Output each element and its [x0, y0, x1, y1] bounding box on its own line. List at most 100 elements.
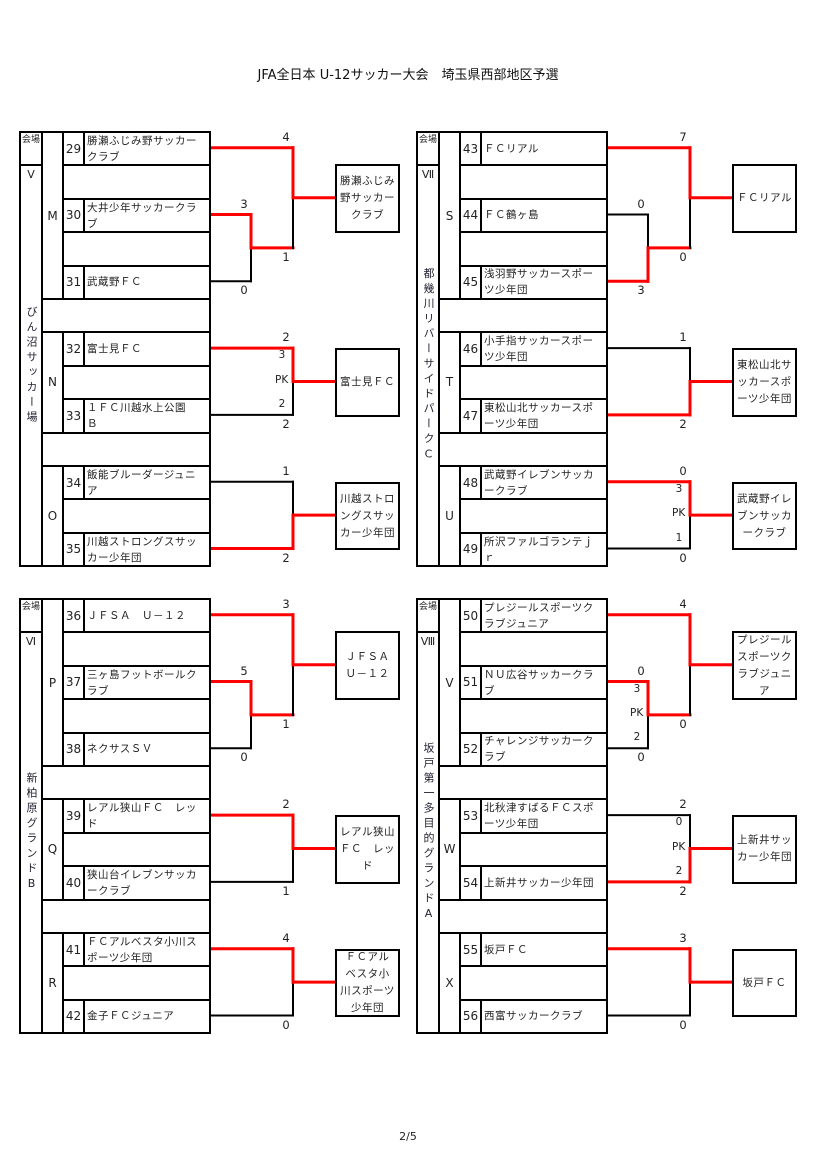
- team-name-cell: チャレンジサッカークラブ: [480, 731, 608, 767]
- winner-name: 川越ストロングスサッカー少年団: [340, 492, 395, 539]
- pk-score-bottom: 1: [675, 531, 683, 544]
- team-name: 上新井サッカー少年団: [484, 876, 594, 889]
- team-number-cell: 46: [459, 331, 482, 367]
- team-number-cell: 36: [62, 598, 85, 634]
- team-name: 勝瀬ふじみ野サッカークラブ: [87, 134, 197, 163]
- team-number: 54: [462, 875, 479, 890]
- team-number-cell: 38: [62, 731, 85, 767]
- team-name: 大井少年サッカークラブ: [87, 201, 197, 230]
- team-spacer-row: [62, 698, 211, 734]
- team-spacer-row: [62, 965, 211, 1001]
- score-top: 0: [679, 463, 687, 478]
- score-top: 2: [282, 330, 290, 345]
- group-cell: M: [41, 131, 64, 300]
- team-name-cell: 金子ＦＣジュニア: [83, 998, 211, 1035]
- score-top: 4: [282, 930, 290, 945]
- winner-box: レアル狭山ＦＣ レッド: [335, 815, 400, 884]
- team-name-cell: 三ヶ島フットボールクラブ: [83, 664, 211, 701]
- team-name-cell: 飯能ブルーダージュニア: [83, 465, 211, 501]
- group-cell: X: [438, 932, 461, 1035]
- group-letter: T: [445, 375, 454, 390]
- team-name-cell: ＪＦＳＡ Ｕ－１２: [83, 598, 211, 634]
- score-top: 5: [240, 663, 248, 678]
- score-top: 1: [282, 463, 290, 478]
- team-number-cell: 49: [459, 531, 482, 568]
- team-name: ＦＣアルベスタ小川スポーツ少年団: [87, 935, 198, 964]
- team-name-cell: 坂戸ＦＣ: [480, 932, 608, 968]
- team-name: 北秋津すばるＦＣスポーツ少年団: [484, 802, 594, 831]
- team-number: 34: [65, 475, 82, 490]
- group-cell: T: [438, 331, 461, 434]
- group-letter: P: [48, 675, 57, 690]
- team-spacer-row: [62, 231, 211, 267]
- team-number-cell: 40: [62, 865, 85, 901]
- team-name-cell: ＦＣアルベスタ小川スポーツ少年団: [83, 932, 211, 968]
- team-number: 44: [462, 208, 479, 223]
- team-name-cell: 狭山台イレブンサッカークラブ: [83, 865, 211, 901]
- score-top: 3: [240, 196, 248, 211]
- score-bottom: 2: [679, 883, 687, 898]
- team-name: ネクサスＳＶ: [87, 743, 153, 756]
- team-number: 37: [65, 675, 82, 690]
- team-name-cell: 勝瀬ふじみ野サッカークラブ: [83, 131, 211, 167]
- team-number: 55: [462, 942, 479, 957]
- bracket-lines: [604, 613, 734, 1017]
- group-letter: Q: [47, 842, 58, 857]
- team-name: レアル狭山ＦＣ レッド: [87, 802, 197, 831]
- score-bottom: 1: [282, 883, 290, 898]
- winner-name: ＪＦＳＡ Ｕ－１２: [345, 650, 401, 680]
- score-bottom: 1: [282, 249, 290, 264]
- group-separator: [41, 298, 211, 334]
- score-bottom: 0: [240, 750, 248, 765]
- team-number-cell: 30: [62, 197, 85, 234]
- team-name: 川越ストロングスサッカー少年団: [87, 535, 197, 564]
- score-bottom: 0: [282, 1017, 290, 1032]
- venue-header-cell: 会場: [19, 131, 43, 167]
- team-name: ＦＣリアル: [484, 142, 539, 155]
- team-name-cell: 大井少年サッカークラブ: [83, 197, 211, 234]
- winner-name: レアル狭山ＦＣ レッド: [340, 825, 395, 872]
- team-number-cell: 34: [62, 465, 85, 501]
- team-spacer-row: [459, 698, 608, 734]
- venue-header-cell: 会場: [19, 598, 43, 634]
- score-bottom: 2: [282, 416, 290, 431]
- group-letter: R: [48, 976, 57, 991]
- group-separator: [438, 898, 608, 934]
- team-number: 42: [65, 1009, 82, 1024]
- team-name: 浅羽野サッカースポーツ少年団: [484, 268, 594, 297]
- group-cell: S: [438, 131, 461, 300]
- team-number: 48: [462, 475, 479, 490]
- team-name: 東松山北サッカースポーツ少年団: [484, 401, 594, 430]
- team-name-cell: 上新井サッカー少年団: [480, 865, 608, 901]
- team-name-cell: 富士見ＦＣ: [83, 331, 211, 367]
- team-number-cell: 43: [459, 131, 482, 167]
- team-number: 50: [462, 608, 479, 623]
- team-name-cell: 西富サッカークラブ: [480, 998, 608, 1035]
- group-letter: X: [445, 976, 454, 991]
- pk-label: PK: [672, 507, 686, 520]
- team-name: 飯能ブルーダージュニア: [87, 468, 197, 497]
- team-name-cell: レアル狭山ＦＣ レッド: [83, 798, 211, 834]
- group-cell: U: [438, 465, 461, 568]
- winner-name: 上新井サッカー少年団: [737, 834, 792, 864]
- winner-name: 坂戸ＦＣ: [742, 976, 787, 989]
- team-number: 29: [65, 141, 82, 156]
- venue-name: びん沼サッカー場: [25, 305, 38, 426]
- group-letter: V: [445, 675, 454, 690]
- group-cell: W: [438, 798, 461, 901]
- score-top: 2: [679, 797, 687, 812]
- score-bottom: 0: [240, 283, 248, 298]
- team-name-cell: ＦＣ鶴ヶ島: [480, 197, 608, 234]
- venue-header: 会場: [418, 135, 437, 145]
- team-number: 35: [65, 542, 82, 557]
- team-name: ＦＣ鶴ヶ島: [484, 209, 539, 222]
- bracket-lines: [207, 146, 337, 550]
- group-letter: O: [47, 509, 58, 524]
- team-number: 40: [65, 875, 82, 890]
- winner-name: 武蔵野イレブンサッカークラブ: [737, 492, 792, 539]
- pk-score-top: 0: [675, 816, 683, 829]
- group-letter: S: [445, 208, 454, 223]
- team-number: 31: [65, 275, 82, 290]
- team-number: 52: [462, 742, 479, 757]
